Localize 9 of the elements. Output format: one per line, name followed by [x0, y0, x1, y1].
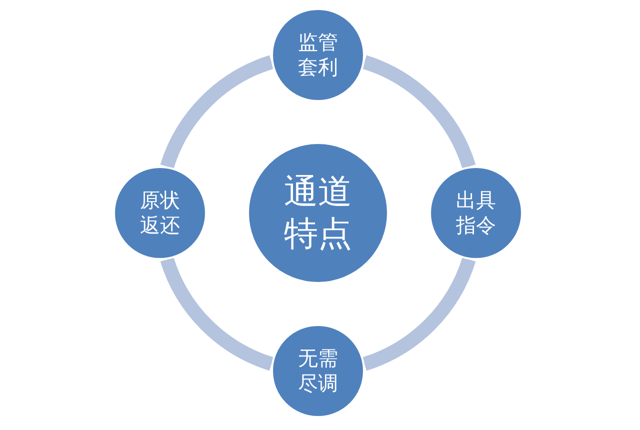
- ring-segment: [160, 55, 274, 169]
- circle-node: 无需尽调: [271, 324, 365, 418]
- ring-segment: [362, 55, 476, 169]
- circle-node: 监管套利: [271, 8, 365, 102]
- circle-node: 出具指令: [429, 166, 523, 260]
- center-circle: 通道特点: [247, 142, 389, 284]
- circle-node: 原状返还: [113, 166, 207, 260]
- ring-segment: [362, 257, 476, 371]
- ring-segment: [160, 257, 274, 371]
